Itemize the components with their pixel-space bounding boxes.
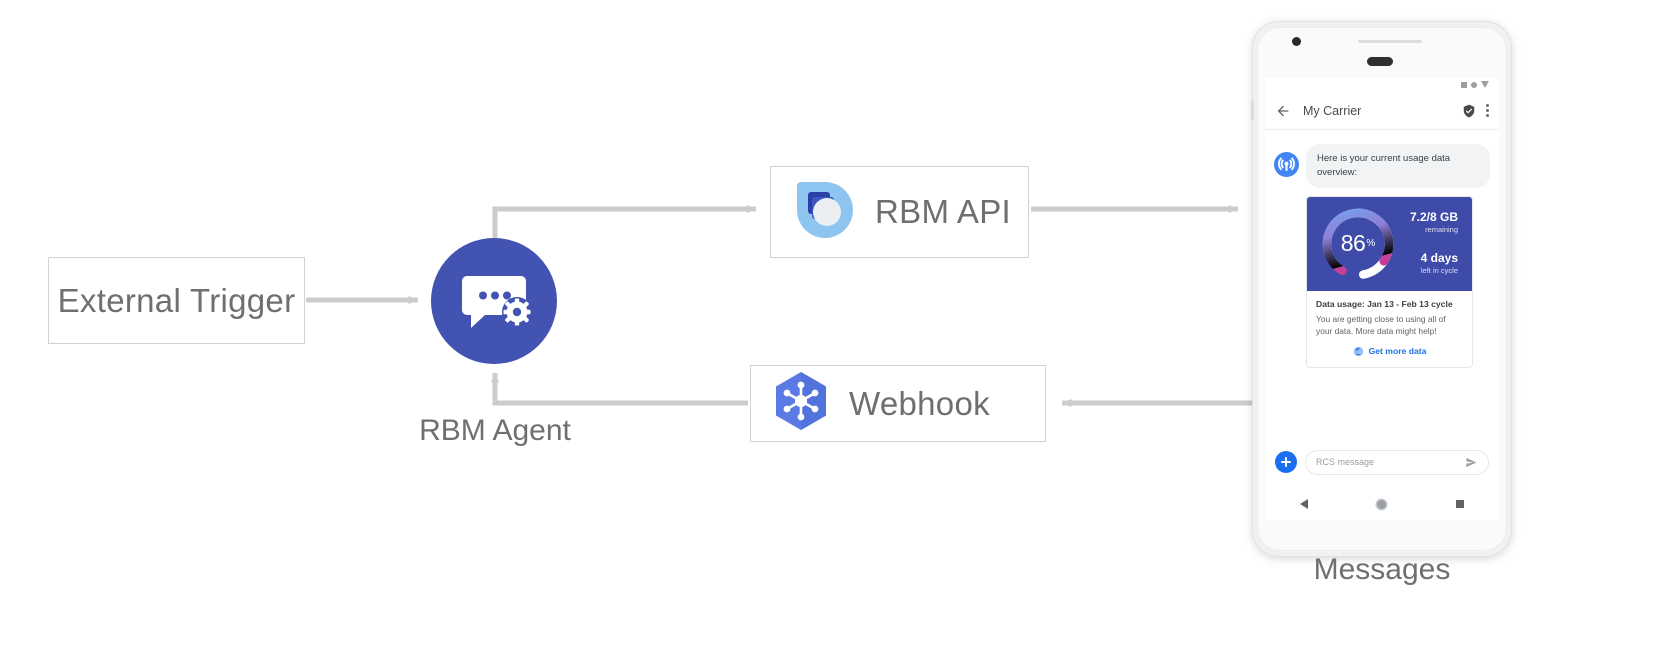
plus-icon[interactable] [1275,451,1297,473]
verified-shield-icon [1463,104,1475,117]
nav-recents-icon[interactable] [1456,500,1465,508]
messages-caption: Messages [1313,553,1451,586]
node-rbm-api[interactable]: RBM API [770,166,1029,258]
get-more-data-label: Get more data [1368,346,1427,356]
nav-back-icon[interactable] [1299,499,1308,509]
rbm-api-label: RBM API [875,193,1011,230]
card-hero: 86 % 7.2/8 GB remaining 4 days left in c… [1307,196,1472,291]
square-icon [1461,81,1467,88]
android-nav-bar [1265,488,1499,520]
status-bar-icons [1461,81,1489,88]
stat-data-main: 7.2/8 GB [1409,210,1458,225]
message-bubble: Here is your current usage data overview… [1306,144,1490,188]
rbm-api-logo [793,178,857,247]
hero-stats: 7.2/8 GB remaining 4 days left in cycle [1399,211,1462,275]
signal-tower-icon [1274,152,1299,177]
rich-card[interactable]: 86 % 7.2/8 GB remaining 4 days left in c… [1306,195,1473,368]
node-webhook[interactable]: Webhook [750,365,1046,442]
external-trigger-label: External Trigger [57,281,296,319]
cloud-functions-hexagon-icon [771,370,831,437]
gauge-value: 86 [1340,230,1366,257]
send-icon[interactable] [1465,456,1478,469]
globe-icon [1353,346,1363,356]
triangle-down-icon [1481,81,1489,88]
stat-data-sub: remaining [1425,225,1458,235]
overflow-menu-icon[interactable] [1486,104,1489,117]
phone-mockup: My Carrier [1251,22,1511,556]
card-description: You are getting close to using all of yo… [1316,314,1446,337]
card-body: Data usage: Jan 13 - Feb 13 cycle You ar… [1307,291,1472,367]
front-camera-icon [1292,37,1301,46]
get-more-data-button[interactable]: Get more data [1316,346,1463,360]
usage-gauge: 86 % [1317,203,1399,285]
status-bar [1265,78,1499,92]
app-bar: My Carrier [1265,92,1499,130]
incoming-message-row: Here is your current usage data overview… [1274,144,1490,188]
rcs-message-input[interactable]: RCS message [1305,449,1489,475]
stat-days-sub: left in cycle [1420,265,1458,275]
gauge-unit: % [1366,238,1376,250]
speaker-icon [1367,57,1393,66]
power-button[interactable] [1251,100,1254,120]
phone-screen: My Carrier [1265,78,1499,520]
back-arrow-icon[interactable] [1275,103,1291,119]
circle-icon [1471,81,1477,88]
earpiece-grill [1358,40,1422,43]
composer-placeholder: RCS message [1316,457,1375,467]
node-external-trigger[interactable]: External Trigger [48,257,305,344]
node-rbm-agent[interactable] [431,238,557,364]
webhook-label: Webhook [849,384,990,422]
rbm-agent-caption: RBM Agent [419,414,571,447]
chat-bubble-gear-icon [462,276,532,328]
gauge-center-label: 86 % [1317,203,1399,285]
conversation-title: My Carrier [1303,103,1362,118]
nav-home-icon[interactable] [1377,499,1387,509]
card-title: Data usage: Jan 13 - Feb 13 cycle [1316,298,1453,309]
conversation-area: Here is your current usage data overview… [1265,130,1499,460]
message-composer: RCS message [1265,440,1499,484]
stat-days-main: 4 days [1420,251,1458,266]
